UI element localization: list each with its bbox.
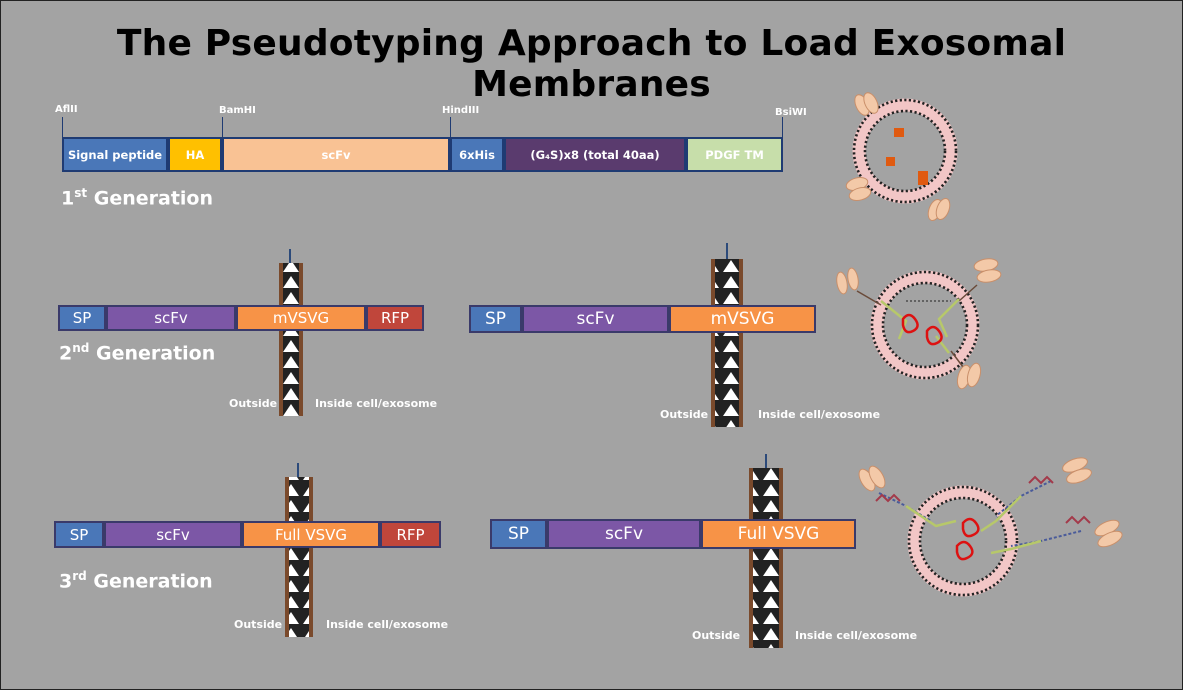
exosome-vesicle-gen2: [836, 258, 1002, 390]
site-label-aflii: AflII: [55, 104, 78, 115]
gen2-right-scfv: scFv: [522, 305, 669, 333]
gen2-right-outside-label: Outside: [660, 408, 709, 421]
membrane-column-gen3-right: [749, 454, 783, 648]
gen2-left-rfp: RFP: [366, 305, 424, 331]
membrane-column-gen2-left: [279, 249, 303, 416]
exosome-vesicle-gen1: [845, 92, 958, 222]
exosome-vesicle-gen3: [858, 457, 1123, 597]
gen1-linker: (G₄S)x8 (total 40aa): [504, 137, 686, 172]
gen1-signal-peptide: Signal peptide: [62, 137, 168, 172]
site-tick-hindiii: [450, 117, 451, 138]
gen1-label: 1st Generation: [61, 186, 213, 210]
gen1-scfv: scFv: [222, 137, 450, 172]
gen3-label: 3rd Generation: [59, 569, 213, 593]
gen2-left-outside-label: Outside: [229, 397, 278, 410]
gen3-right-full-vsvg: Full VSVG: [701, 519, 856, 549]
gen3-left-sp: SP: [54, 521, 104, 548]
site-tick-bamhi: [222, 117, 223, 138]
gen2-right-sp: SP: [469, 305, 522, 333]
gen3-left-scfv: scFv: [104, 521, 242, 548]
gen2-right-mvsvg: mVSVG: [669, 305, 816, 333]
gen3-left-outside-label: Outside: [234, 618, 283, 631]
page-title: The Pseudotyping Approach to Load Exosom…: [116, 23, 1067, 105]
gen3-right-inside-label: Inside cell/exosome: [795, 629, 918, 642]
gen2-left-scfv: scFv: [106, 305, 236, 331]
gen3-left-full-vsvg: Full VSVG: [242, 521, 380, 548]
gen3-right-outside-label: Outside: [692, 629, 741, 642]
gen2-right-inside-label: Inside cell/exosome: [758, 408, 881, 421]
gen1-pdgf-tm: PDGF TM: [686, 137, 783, 172]
gen2-label: 2nd Generation: [59, 341, 216, 365]
gen2-left-mvsvg: mVSVG: [236, 305, 366, 331]
membrane-column-gen2-right: [711, 243, 743, 427]
site-label-bamhi: BamHI: [219, 105, 256, 116]
site-label-bsiwi: BsiWI: [775, 107, 807, 118]
gen3-right-scfv: scFv: [547, 519, 701, 549]
gen1-ha-tag: HA: [168, 137, 222, 172]
gen3-left-rfp: RFP: [380, 521, 441, 548]
gen3-right-sp: SP: [490, 519, 547, 549]
site-label-hindiii: HindIII: [442, 105, 480, 116]
gen2-left-inside-label: Inside cell/exosome: [315, 397, 438, 410]
site-tick-bsiwi: [782, 117, 783, 138]
gen2-left-sp: SP: [58, 305, 106, 331]
gen3-left-inside-label: Inside cell/exosome: [326, 618, 449, 631]
site-tick-aflii: [62, 117, 63, 138]
membrane-column-gen3-left: [285, 463, 313, 637]
gen1-his-tag: 6xHis: [450, 137, 504, 172]
